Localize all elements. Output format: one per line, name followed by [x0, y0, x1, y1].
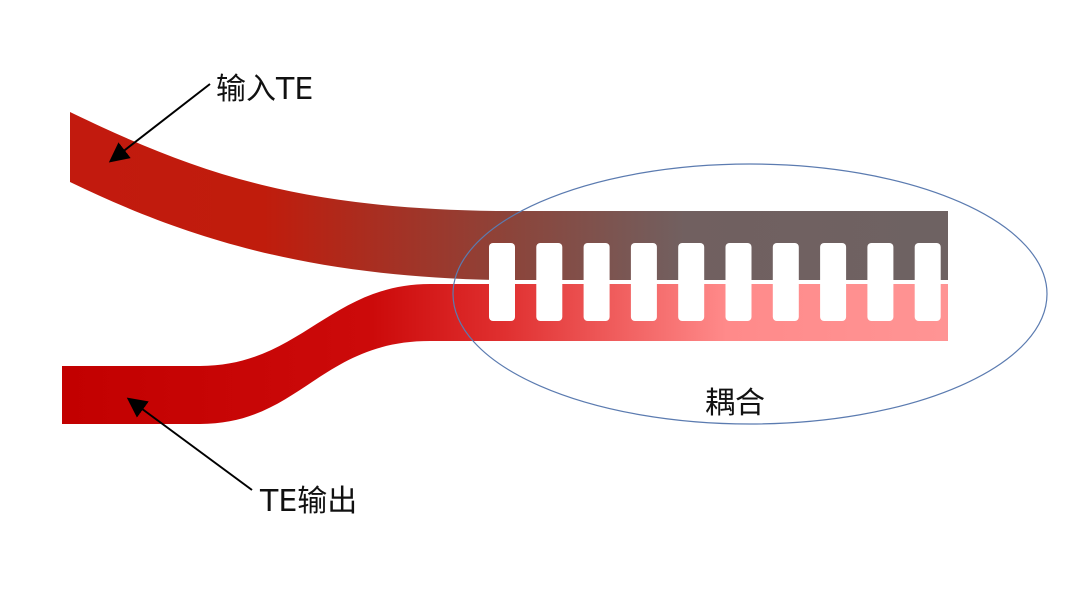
- output-te-label: TE输出: [260, 484, 358, 519]
- input-waveguide-arm: [70, 112, 948, 280]
- coupling-region-ellipse: [452, 163, 1048, 425]
- input-te-label: 输入TE: [216, 72, 314, 107]
- waveguide-gap: [430, 280, 948, 284]
- input-arrow: [108, 83, 211, 163]
- output-arrow: [126, 397, 253, 491]
- coupling-label: 耦合: [705, 386, 765, 421]
- grating-slots: [430, 243, 948, 321]
